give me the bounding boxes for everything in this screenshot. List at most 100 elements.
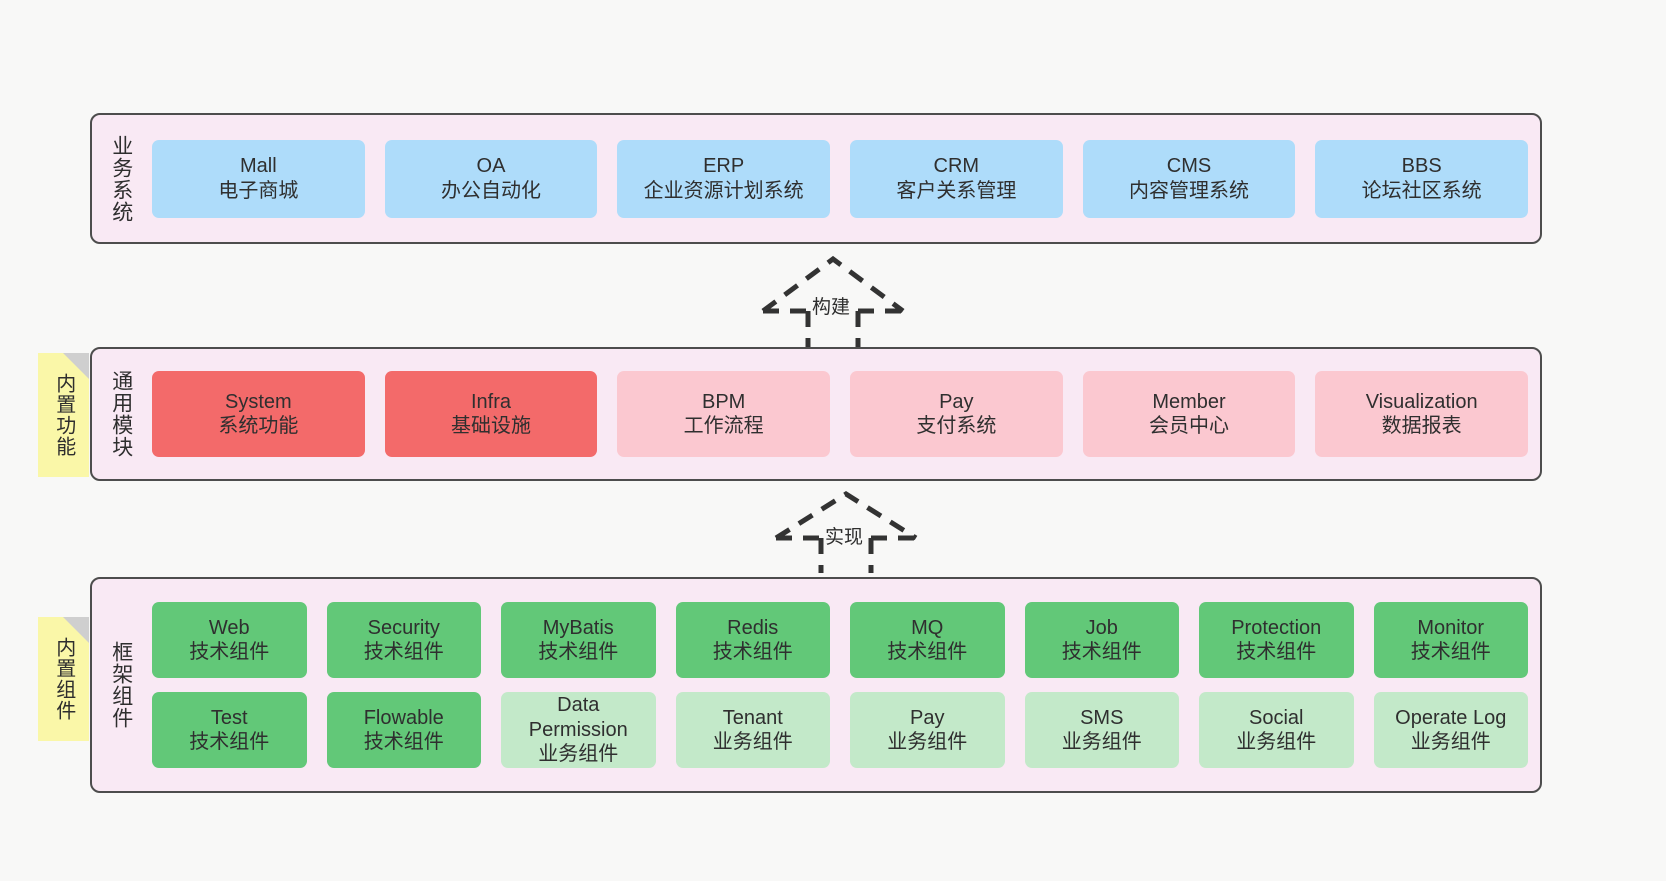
card-redis[interactable]: Redis 技术组件 (675, 602, 830, 678)
card-title-cn: 支付系统 (916, 415, 997, 437)
card-tenant[interactable]: Tenant 业务组件 (675, 692, 830, 768)
layer-body-business: Mall 电子商城 OA 办公自动化 ERP 企业资源计划系统 CRM 客户关系… (138, 125, 1528, 232)
layer-common-modules: 通用模块 System 系统功能 Infra 基础设施 BPM 工作流程 Pay… (90, 347, 1542, 481)
card-visualization[interactable]: Visualization 数据报表 (1315, 371, 1528, 457)
card-title-cn: 业务组件 (1410, 731, 1491, 753)
card-title-cn: 论坛社区系统 (1361, 179, 1482, 202)
card-title-en: BBS (1401, 155, 1442, 178)
layer-title-business: 业务系统 (109, 134, 133, 223)
card-title-cn: 数据报表 (1381, 415, 1462, 437)
card-title-cn: 客户关系管理 (896, 179, 1017, 202)
business-card-row: Mall 电子商城 OA 办公自动化 ERP 企业资源计划系统 CRM 客户关系… (152, 139, 1528, 218)
note-label: 内置组件 (52, 637, 75, 721)
card-operate-log[interactable]: Operate Log 业务组件 (1373, 692, 1528, 768)
card-title-en: Mall (239, 155, 277, 178)
card-crm[interactable]: CRM 客户关系管理 (850, 139, 1063, 218)
card-oa[interactable]: OA 办公自动化 (384, 139, 598, 218)
framework-business-row: Test 技术组件 Flowable 技术组件 Data Permission … (152, 692, 1528, 768)
layer-business-systems: 业务系统 Mall 电子商城 OA 办公自动化 ERP 企业资源计划系统 CRM… (90, 113, 1542, 244)
card-title-en: MQ (911, 616, 944, 639)
framework-tech-row: Web 技术组件 Security 技术组件 MyBatis 技术组件 Redi… (152, 602, 1528, 678)
card-title-cn: 技术组件 (887, 641, 968, 663)
connector-implement-label: 实现 (825, 527, 864, 548)
card-title-en: Tenant (722, 706, 783, 729)
card-title-cn: 基础设施 (450, 415, 531, 437)
card-title-en: ERP (703, 155, 745, 178)
card-title-en: Social (1249, 706, 1304, 729)
card-title-en: Member (1152, 390, 1226, 413)
card-web[interactable]: Web 技术组件 (152, 602, 307, 678)
card-mybatis[interactable]: MyBatis 技术组件 (501, 602, 656, 678)
card-security[interactable]: Security 技术组件 (326, 602, 481, 678)
card-title-cn: 业务组件 (1061, 731, 1142, 753)
card-erp[interactable]: ERP 企业资源计划系统 (617, 139, 830, 218)
card-title-en: Security (367, 616, 440, 639)
card-monitor[interactable]: Monitor 技术组件 (1373, 602, 1528, 678)
card-title-cn: 技术组件 (1236, 641, 1317, 663)
card-title-cn: 业务组件 (1236, 731, 1317, 753)
card-data-permission[interactable]: Data Permission 业务组件 (501, 692, 656, 768)
card-title-en: CRM (933, 155, 980, 178)
modules-card-row: System 系统功能 Infra 基础设施 BPM 工作流程 Pay 支付系统… (152, 371, 1528, 457)
card-social[interactable]: Social 业务组件 (1199, 692, 1354, 768)
card-infra[interactable]: Infra 基础设施 (384, 371, 598, 457)
layer-title-modules: 通用模块 (109, 370, 133, 458)
card-bpm[interactable]: BPM 工作流程 (617, 371, 830, 457)
card-title-en: MyBatis (542, 616, 614, 639)
card-bbs[interactable]: BBS 论坛社区系统 (1315, 139, 1528, 218)
card-title-en: Operate Log (1395, 706, 1507, 729)
card-mq[interactable]: MQ 技术组件 (850, 602, 1005, 678)
card-title-en: Pay (939, 390, 974, 413)
layer-body-modules: System 系统功能 Infra 基础设施 BPM 工作流程 Pay 支付系统… (138, 359, 1528, 469)
card-title-cn: 技术组件 (363, 731, 444, 753)
card-protection[interactable]: Protection 技术组件 (1199, 602, 1354, 678)
card-title-en: Web (208, 616, 250, 639)
card-title-en: OA (476, 155, 506, 178)
card-title-cn: 会员中心 (1148, 415, 1229, 437)
card-pay-component[interactable]: Pay 业务组件 (850, 692, 1005, 768)
card-title-cn: 工作流程 (683, 415, 764, 437)
card-system[interactable]: System 系统功能 (152, 371, 365, 457)
card-flowable[interactable]: Flowable 技术组件 (326, 692, 481, 768)
card-sms[interactable]: SMS 业务组件 (1024, 692, 1179, 768)
card-title-cn: 技术组件 (712, 641, 793, 663)
card-title-en: Visualization (1365, 390, 1478, 413)
card-title-cn: 技术组件 (189, 641, 270, 663)
card-title-en: SMS (1080, 706, 1124, 729)
card-cms[interactable]: CMS 内容管理系统 (1082, 139, 1296, 218)
connector-build-arrow (761, 255, 905, 353)
card-title-en: System (224, 390, 292, 413)
card-member[interactable]: Member 会员中心 (1082, 371, 1296, 457)
card-title-cn: 业务组件 (712, 731, 793, 753)
card-title-en: Flowable (363, 706, 444, 729)
card-title-en: Protection (1231, 616, 1322, 639)
layer-body-framework: Web 技术组件 Security 技术组件 MyBatis 技术组件 Redi… (138, 589, 1528, 781)
note-label: 内置功能 (52, 373, 75, 457)
card-title-en: Job (1085, 616, 1118, 639)
card-title-cn: 技术组件 (189, 731, 270, 753)
note-builtin-components: 内置组件 (38, 617, 89, 741)
card-title-en: Pay (910, 706, 945, 729)
card-job[interactable]: Job 技术组件 (1024, 602, 1179, 678)
card-title-en: BPM (701, 390, 746, 413)
card-title-cn: 业务组件 (887, 731, 968, 753)
card-title-cn: 业务组件 (538, 743, 619, 766)
card-title-cn: 企业资源计划系统 (643, 179, 804, 202)
card-title-cn: 办公自动化 (440, 179, 541, 202)
card-title-cn: 技术组件 (1410, 641, 1491, 663)
card-title-cn: 系统功能 (218, 415, 299, 437)
card-pay[interactable]: Pay 支付系统 (850, 371, 1063, 457)
card-mall[interactable]: Mall 电子商城 (152, 139, 365, 218)
note-builtin-features: 内置功能 (38, 353, 89, 477)
card-test[interactable]: Test 技术组件 (152, 692, 307, 768)
card-title-cn: 技术组件 (538, 641, 619, 663)
card-title-en: Data Permission (528, 694, 628, 741)
connector-build-label: 构建 (812, 297, 851, 318)
layer-title-framework: 框架组件 (109, 641, 133, 729)
layer-framework-components: 框架组件 Web 技术组件 Security 技术组件 MyBatis 技术组件… (90, 577, 1542, 793)
card-title-en: Monitor (1417, 616, 1485, 639)
page-fold-icon (63, 353, 89, 379)
card-title-cn: 内容管理系统 (1128, 179, 1249, 202)
card-title-en: Infra (470, 390, 511, 413)
